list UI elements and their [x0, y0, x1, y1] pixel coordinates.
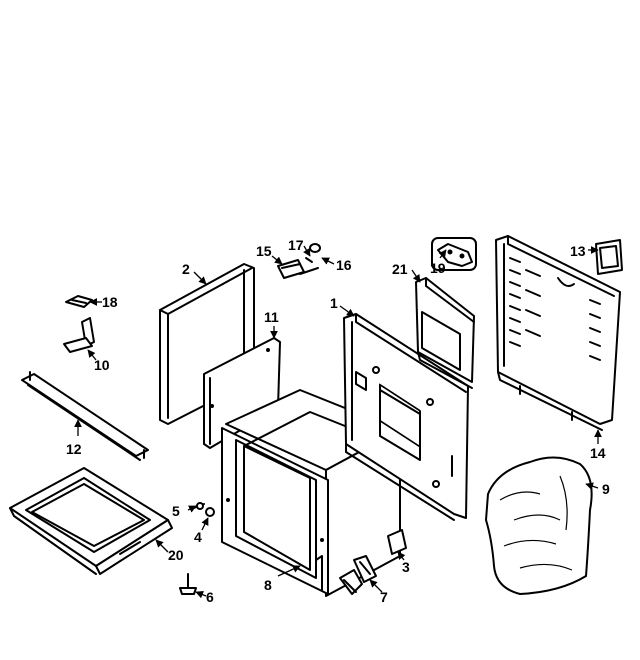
part-9-insulation: [485, 456, 593, 595]
leader-20: [155, 539, 169, 553]
leader-9: [585, 482, 599, 490]
callout-1: 1: [330, 295, 338, 311]
part-20-drawer-pan: [9, 467, 173, 575]
part-8-oven-cavity: [221, 389, 401, 597]
leader-7: [369, 579, 383, 593]
leader-3: [397, 551, 406, 561]
callout-9: 9: [602, 481, 610, 497]
callout-15: 15: [256, 243, 272, 259]
part-13-bracket: [595, 239, 623, 275]
callout-13: 13: [570, 243, 586, 259]
callout-10: 10: [94, 357, 110, 373]
callout-4: 4: [194, 529, 202, 545]
part-3-clip: [387, 529, 407, 555]
part-12-rail: [21, 371, 149, 461]
part-15-valve: [277, 259, 305, 279]
callout-20: 20: [168, 547, 184, 563]
part-10-bracket: [63, 317, 95, 353]
leader-17: [303, 245, 311, 257]
leader-10: [87, 349, 97, 361]
callout-16: 16: [336, 257, 352, 273]
callout-3: 3: [402, 559, 410, 575]
callout-8: 8: [264, 577, 272, 593]
part-4-nut: [205, 507, 215, 517]
leader-8: [277, 565, 301, 577]
leader-21: [411, 269, 421, 283]
part-17-fitting: [299, 243, 321, 275]
part-7-hinge: [339, 555, 377, 595]
callout-14: 14: [590, 445, 606, 461]
part-18-bracket: [65, 295, 93, 308]
leader-2: [193, 271, 207, 285]
callout-5: 5: [172, 503, 180, 519]
leader-4: [201, 517, 209, 531]
leader-19: [438, 249, 447, 259]
part-21-window-panel: [415, 277, 475, 389]
callout-11: 11: [264, 309, 279, 325]
callout-18: 18: [102, 294, 118, 310]
callout-2: 2: [182, 261, 190, 277]
part-1-back-wall: [343, 313, 469, 521]
callout-6: 6: [206, 589, 214, 605]
part-19-igniter: [431, 237, 477, 271]
callout-19: 19: [430, 260, 446, 276]
leader-16: [321, 257, 335, 265]
part-14-rear-panel: [495, 235, 621, 431]
callout-21: 21: [392, 261, 408, 277]
leader-1: [339, 305, 355, 317]
callout-7: 7: [380, 589, 388, 605]
leader-5: [187, 505, 197, 513]
leader-15: [271, 255, 283, 265]
callout-17: 17: [288, 237, 304, 253]
callout-12: 12: [66, 441, 82, 457]
part-6-leveling-foot: [179, 573, 197, 595]
leader-6: [195, 590, 207, 599]
